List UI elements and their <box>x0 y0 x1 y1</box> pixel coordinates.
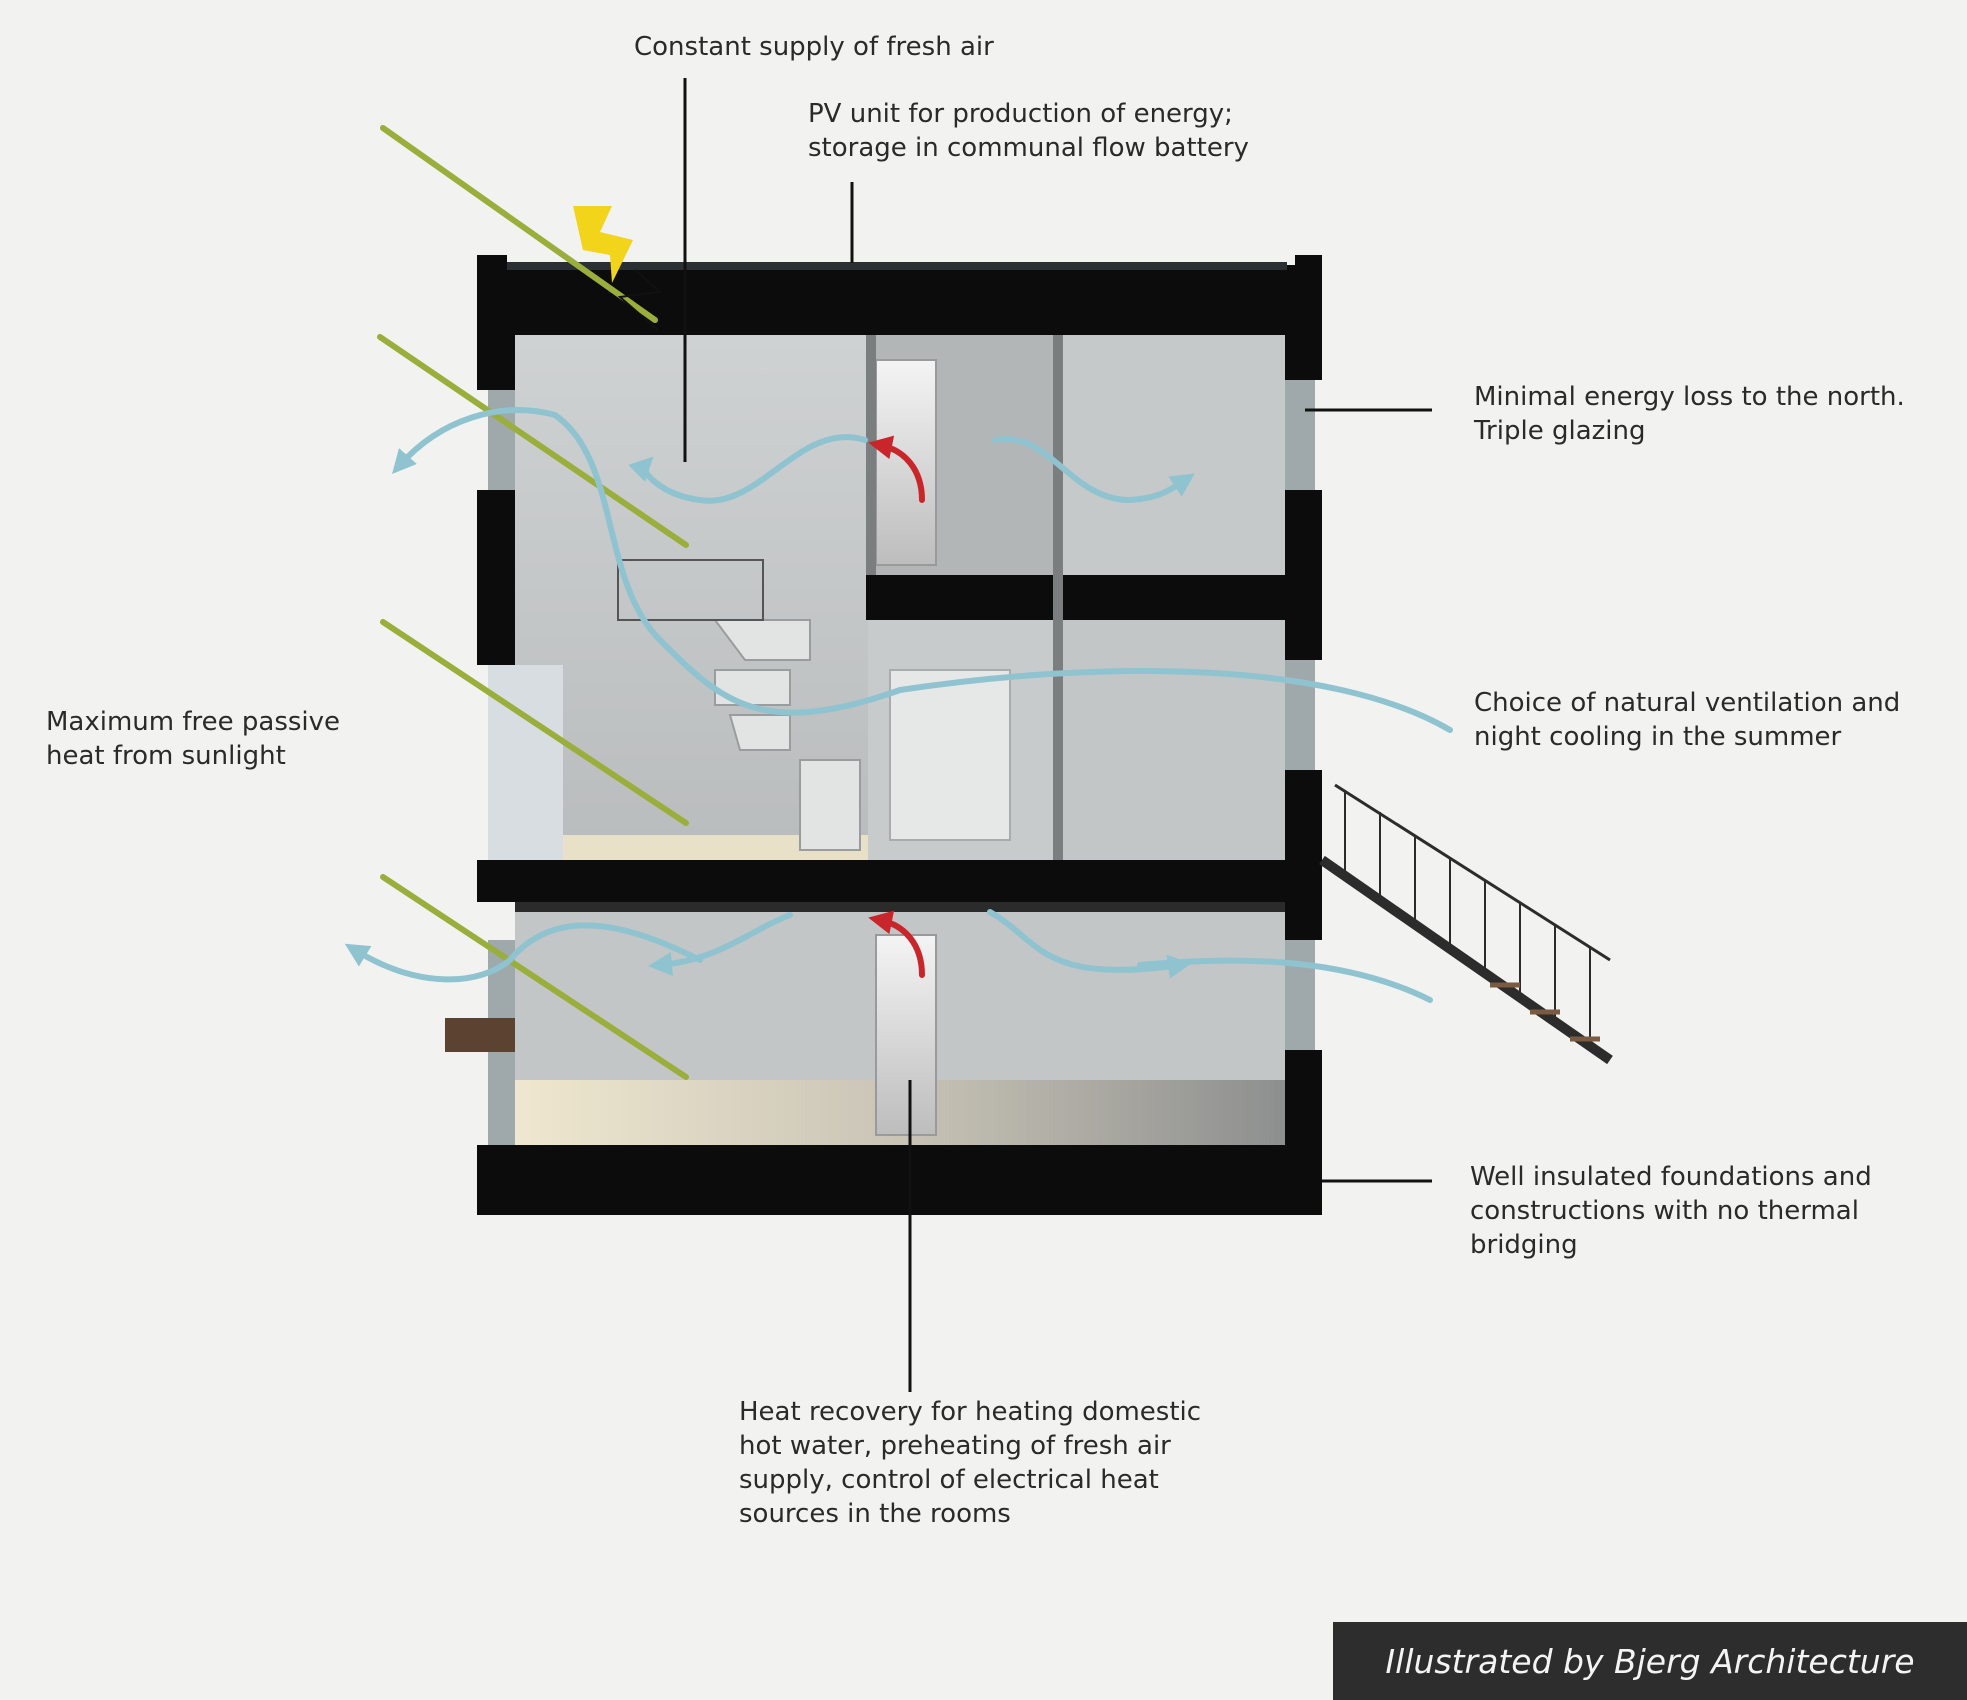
roof-parapet-right <box>1295 255 1322 275</box>
upper-gallery-railing <box>617 559 764 621</box>
north-wall-middle <box>1285 490 1322 660</box>
glazing-south-middle <box>488 665 563 860</box>
intermediate-floor-slab <box>866 575 1285 620</box>
glazing-north-upper <box>1285 380 1315 490</box>
label-line: bridging <box>1470 1230 1578 1260</box>
label-line: sources in the rooms <box>739 1499 1011 1529</box>
label-passive-heat: Maximum free passive heat from sunlight <box>46 705 340 773</box>
air-flow-arrow-icon <box>992 436 1195 504</box>
label-line: heat from sunlight <box>46 741 286 771</box>
air-flow-arrow-icon <box>344 407 1453 1003</box>
label-line: Minimal energy loss to the north. <box>1474 382 1905 412</box>
roof-parapet-left <box>477 255 507 275</box>
interior-partition <box>1053 335 1063 860</box>
lightning-bolt-icon <box>573 206 633 283</box>
kitchen-cabinets <box>889 669 1011 841</box>
glazing-north-middle <box>1285 660 1315 770</box>
interior-staircase <box>713 619 861 851</box>
label-heat-recovery: Heat recovery for heating domestic hot w… <box>739 1395 1201 1531</box>
credit-text: Illustrated by Bjerg Architecture <box>1385 1641 1915 1681</box>
balcony-deck <box>445 1018 515 1052</box>
glazing-south-upper <box>488 390 515 490</box>
label-line: supply, control of electrical heat <box>739 1465 1159 1495</box>
air-flow-arrow-icon <box>628 434 868 504</box>
exterior-staircase <box>1319 783 1613 1065</box>
south-wall-top <box>477 335 515 390</box>
north-wall-top <box>1285 335 1322 380</box>
label-line: Choice of natural ventilation and <box>1474 688 1901 718</box>
sun-ray-arrow-icon <box>380 874 689 1080</box>
warm-air-arrow-icon <box>868 435 925 978</box>
label-north-loss: Minimal energy loss to the north. Triple… <box>1474 380 1905 448</box>
middle-north-room <box>1060 620 1285 860</box>
label-line: Constant supply of fresh air <box>634 32 994 62</box>
north-wall-bottom <box>1285 1050 1322 1145</box>
ground-floor-ceiling <box>515 902 1285 912</box>
label-line: constructions with no thermal <box>1470 1196 1859 1226</box>
label-line: hot water, preheating of fresh air <box>739 1431 1171 1461</box>
label-line: Heat recovery for heating domestic <box>739 1397 1202 1427</box>
sun-ray-arrow-icon <box>377 334 689 548</box>
glazing-north-lower <box>1285 940 1315 1050</box>
label-line: night cooling in the summer <box>1474 722 1842 752</box>
sun-ray-arrow-icon <box>377 125 689 1080</box>
roof-slab <box>477 265 1322 335</box>
building-interior <box>488 335 1315 1145</box>
north-wall-lower <box>1285 770 1322 940</box>
lightning-bolt-icon <box>617 269 663 331</box>
label-line: Well insulated foundations and <box>1470 1162 1872 1192</box>
main-floor-slab <box>477 860 1322 902</box>
foundation-slab <box>477 1145 1322 1215</box>
air-flow-arrow-icon <box>648 912 793 976</box>
label-line: Triple glazing <box>1474 416 1646 446</box>
air-flow-arrow-icon <box>1137 957 1433 1003</box>
air-flow-arrow-icon <box>987 909 1192 979</box>
label-line: storage in communal flow battery <box>808 133 1249 163</box>
credit-banner: Illustrated by Bjerg Architecture <box>1333 1622 1967 1700</box>
pv-panel <box>507 262 1287 270</box>
building-structure <box>477 255 1322 1215</box>
air-flow-arrow-icon <box>552 412 1453 733</box>
sun-ray-arrow-icon <box>380 619 689 826</box>
label-pv-unit: PV unit for production of energy; storag… <box>808 97 1249 165</box>
ventilation-duct-lower <box>875 934 937 1136</box>
label-ventilation: Choice of natural ventilation and night … <box>1474 686 1900 754</box>
label-line: Maximum free passive <box>46 707 341 737</box>
label-line: PV unit for production of energy; <box>808 99 1233 129</box>
warm-air-arrow-icon <box>868 435 925 503</box>
label-fresh-air: Constant supply of fresh air <box>634 30 994 64</box>
upper-north-room <box>1060 335 1285 575</box>
air-flow-arrow-icon <box>344 943 513 983</box>
air-flow-arrow-icon <box>507 922 703 963</box>
warm-air-arrow-icon <box>868 910 925 978</box>
sun-ray-arrow-icon <box>380 125 658 323</box>
label-foundations: Well insulated foundations and construct… <box>1470 1160 1872 1262</box>
shaft-wall <box>866 335 876 575</box>
leader-lines <box>683 78 1432 1392</box>
air-flow-arrow-icon <box>392 407 558 474</box>
south-wall-middle <box>477 490 515 665</box>
